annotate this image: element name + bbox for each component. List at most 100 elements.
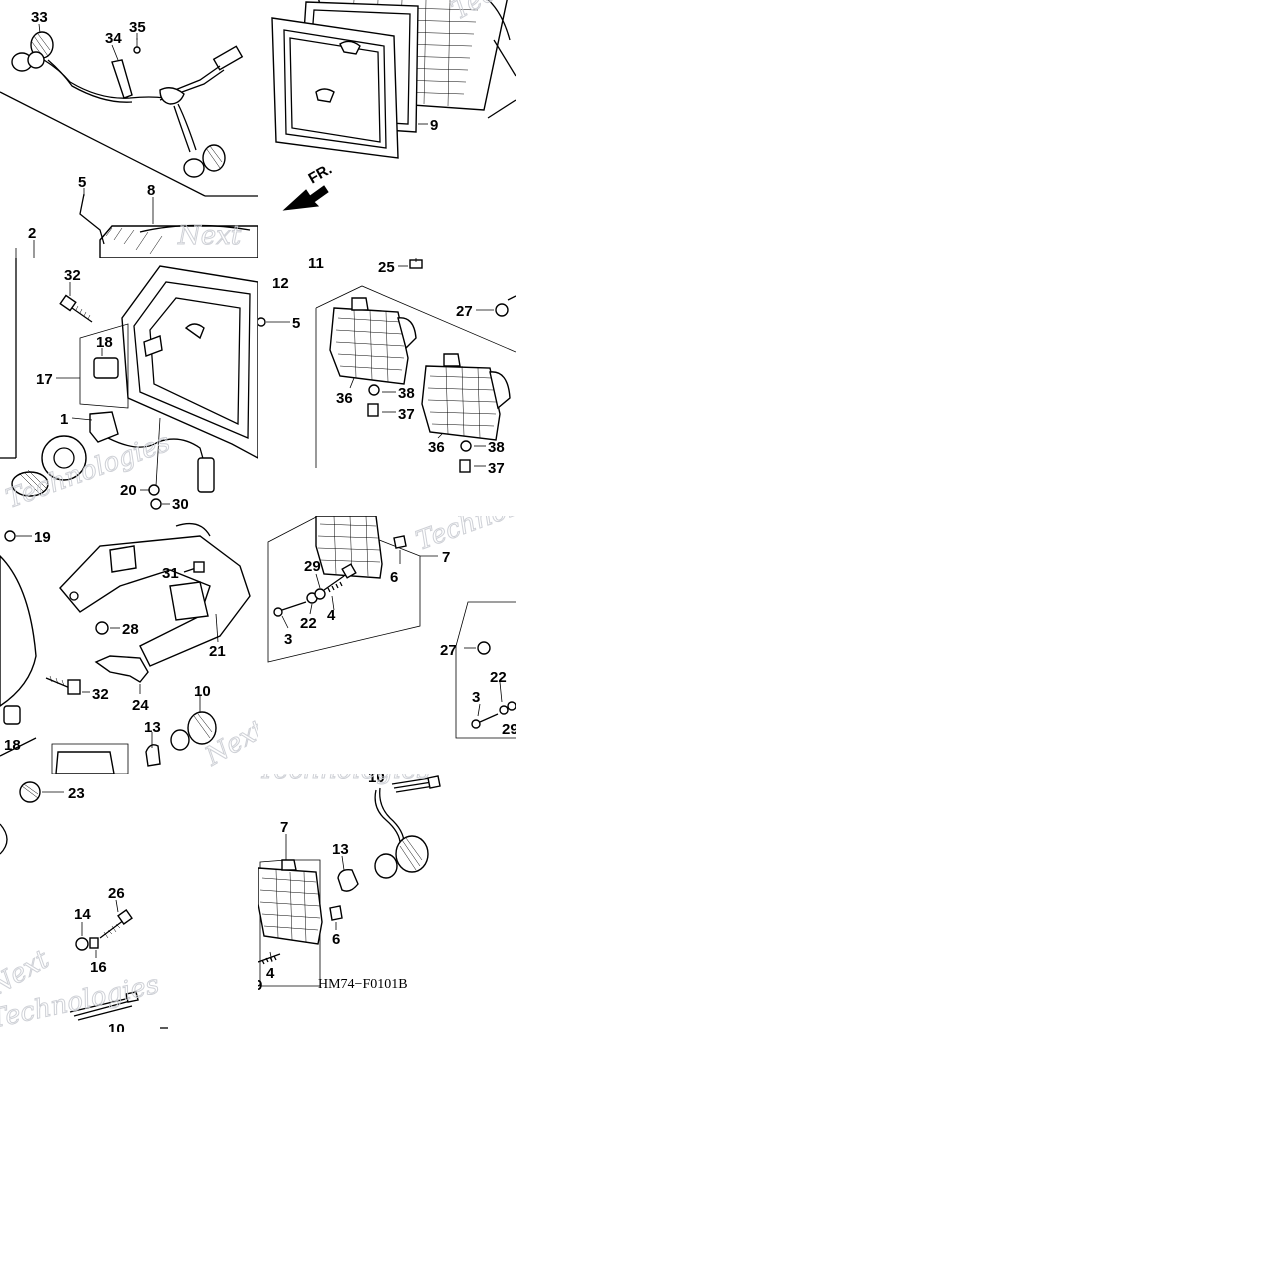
callout-28: 28 <box>122 621 139 638</box>
front-arrow: FR. <box>282 161 335 211</box>
callout-2: 2 <box>28 225 36 242</box>
callout-13: 13 <box>144 719 161 736</box>
nut <box>393 535 407 549</box>
callout-27: 27 <box>456 303 473 320</box>
callout-11: 11 <box>308 258 324 272</box>
bulb-socket <box>19 781 41 803</box>
ring <box>258 317 266 327</box>
callout-26: 26 <box>108 885 125 902</box>
bracket <box>111 59 133 99</box>
fog-lamp <box>421 353 511 441</box>
washer <box>507 701 516 711</box>
callout-38: 38 <box>398 385 415 402</box>
nut <box>495 303 509 317</box>
collar <box>89 937 99 949</box>
callout-6: 6 <box>332 931 340 948</box>
callout-22: 22 <box>490 669 507 686</box>
tile-top-left: 33 34 35 5 8 2 Next <box>0 0 258 258</box>
nut <box>368 384 380 396</box>
fog-lamp <box>315 516 383 579</box>
bolt <box>471 713 499 729</box>
nut <box>75 937 89 951</box>
callout-1: 1 <box>60 411 68 428</box>
screw <box>4 530 16 542</box>
connector <box>197 457 215 493</box>
bolt <box>59 294 93 323</box>
callout-18: 18 <box>4 737 21 754</box>
callout-16: 16 <box>90 959 107 976</box>
callout-24: 24 <box>132 697 149 714</box>
bulb <box>337 868 359 892</box>
callout-21: 21 <box>209 643 226 660</box>
callout-5: 5 <box>78 174 86 191</box>
callout-27: 27 <box>440 642 457 659</box>
bolt <box>183 561 205 573</box>
connector <box>212 45 244 71</box>
bush <box>93 357 119 379</box>
spring <box>323 575 345 593</box>
callout-9: 9 <box>258 977 262 994</box>
tile-bottom-left: 23 14 26 16 10 Next Technologies <box>0 774 258 1032</box>
screw <box>99 909 133 939</box>
nut <box>95 621 109 635</box>
callout-36: 36 <box>428 439 445 456</box>
callout-4: 4 <box>266 965 275 982</box>
watermark-text: Technologies <box>412 516 516 557</box>
callout-34: 34 <box>105 30 122 47</box>
bolt <box>45 675 81 695</box>
callout-14: 14 <box>74 906 91 923</box>
callout-10: 10 <box>108 1021 125 1032</box>
callout-9: 9 <box>430 117 438 134</box>
tile-bottom-middle: 10 7 13 6 4 9 HM74−F0101B Technologies <box>258 774 516 1032</box>
bolt <box>367 403 379 417</box>
callout-37: 37 <box>398 406 415 423</box>
callout-32: 32 <box>64 267 81 284</box>
bulb-socket <box>374 835 429 879</box>
fog-lamp <box>329 297 417 385</box>
nut <box>329 905 343 921</box>
washer <box>499 705 509 715</box>
tile-lower-middle: 6 7 29 3 22 4 27 3 22 29 Technologies <box>258 516 516 774</box>
callout-3: 3 <box>284 631 292 648</box>
callout-12: 12 <box>272 275 289 292</box>
bolt <box>459 459 471 473</box>
nut <box>148 484 160 496</box>
callout-38: 38 <box>488 439 505 456</box>
callout-33: 33 <box>31 9 48 26</box>
bulb <box>145 744 161 767</box>
washer <box>314 588 326 600</box>
callout-30: 30 <box>172 496 189 513</box>
callout-23: 23 <box>68 785 85 802</box>
callout-18: 18 <box>96 334 113 351</box>
clip <box>94 655 149 683</box>
watermark-text: Technologies <box>258 774 430 785</box>
callout-19: 19 <box>34 529 51 546</box>
tile-middle-left: 32 18 17 1 20 30 Technologies <box>0 258 258 516</box>
callout-13: 13 <box>332 841 349 858</box>
cowl <box>0 555 37 707</box>
fog-lamp <box>258 859 323 945</box>
callout-17: 17 <box>36 371 53 388</box>
callout-7: 7 <box>442 549 450 566</box>
callout-3: 3 <box>472 689 480 706</box>
tile-middle-middle: 15 11 12 5 25 27 36 38 37 36 38 37 <box>258 258 516 516</box>
diagram-code: HM74−F0101B <box>318 977 408 992</box>
wire <box>43 59 166 99</box>
nut <box>460 440 472 452</box>
callout-10: 10 <box>194 683 211 700</box>
nut <box>477 641 491 655</box>
spring <box>258 953 281 965</box>
callout-7: 7 <box>280 819 288 836</box>
watermark-text: Technologies <box>2 428 174 515</box>
bush <box>3 705 21 725</box>
screw <box>133 38 141 54</box>
callout-36: 36 <box>336 390 353 407</box>
bulb-socket <box>11 31 54 72</box>
callout-37: 37 <box>488 460 505 477</box>
callout-35: 35 <box>129 19 146 36</box>
headlight-housing <box>121 265 258 459</box>
callout-31: 31 <box>162 565 179 582</box>
bolt <box>409 258 423 269</box>
front-label: FR. <box>306 161 335 188</box>
